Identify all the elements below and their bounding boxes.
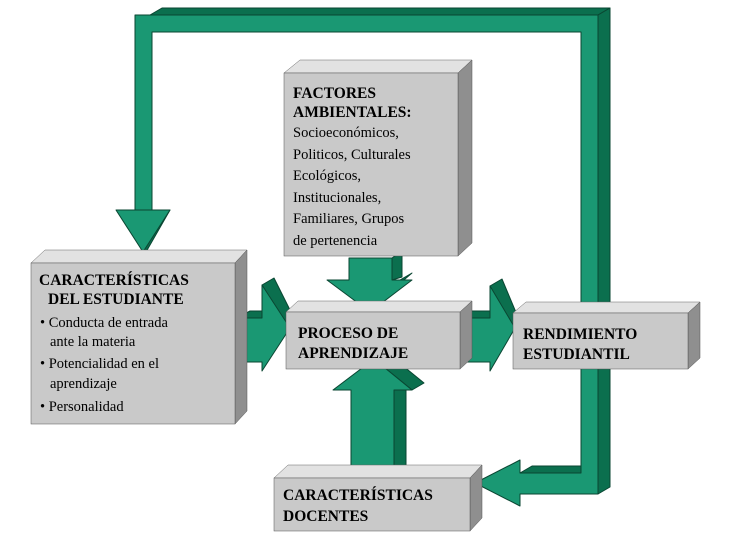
docentes-line2: DOCENTES (283, 508, 368, 525)
factores-item: Socioeconómicos, (293, 125, 399, 141)
caracteristicas-estudiante-box: CARACTERÍSTICAS DEL ESTUDIANTE • Conduct… (30, 249, 248, 425)
factores-title-line1: FACTORES (293, 85, 376, 102)
rendimiento-line1: RENDIMIENTO (523, 326, 637, 343)
estudiante-bullet: • Personalidad (40, 399, 124, 415)
factores-item: Institucionales, (293, 190, 381, 206)
docentes-line1: CARACTERÍSTICAS (283, 487, 433, 504)
estudiante-title-line2: DEL ESTUDIANTE (48, 291, 184, 308)
proceso-line2: APRENDIZAJE (298, 345, 408, 362)
caracteristicas-docentes-box: CARACTERÍSTICAS DOCENTES (273, 464, 483, 532)
estudiante-bullet: • Potencialidad en el (40, 356, 159, 372)
feedback-loop-arrow (115, 7, 611, 306)
estudiante-bullet: ante la materia (50, 334, 136, 350)
factores-item: de pertenencia (293, 233, 378, 249)
docentes-input-arrow (474, 352, 611, 507)
factores-ambientales-box: FACTORES AMBIENTALES: Socioeconómicos, P… (283, 59, 473, 257)
factores-item: Politicos, Culturales (293, 147, 411, 163)
rendimiento-line2: ESTUDIANTIL (523, 346, 630, 363)
rendimiento-estudiantil-box: RENDIMIENTO ESTUDIANTIL (512, 301, 701, 370)
estudiante-title-line1: CARACTERÍSTICAS (39, 272, 189, 289)
estudiante-bullet: aprendizaje (50, 376, 117, 392)
estudiante-bullet: • Conducta de entrada (40, 315, 168, 331)
proceso-aprendizaje-box: PROCESO DE APRENDIZAJE (285, 300, 473, 370)
factores-item: Familiares, Grupos (293, 211, 405, 227)
factores-title-line2: AMBIENTALES: (293, 104, 412, 121)
factores-item: Ecológicos, (293, 168, 361, 184)
proceso-line1: PROCESO DE (298, 325, 398, 342)
